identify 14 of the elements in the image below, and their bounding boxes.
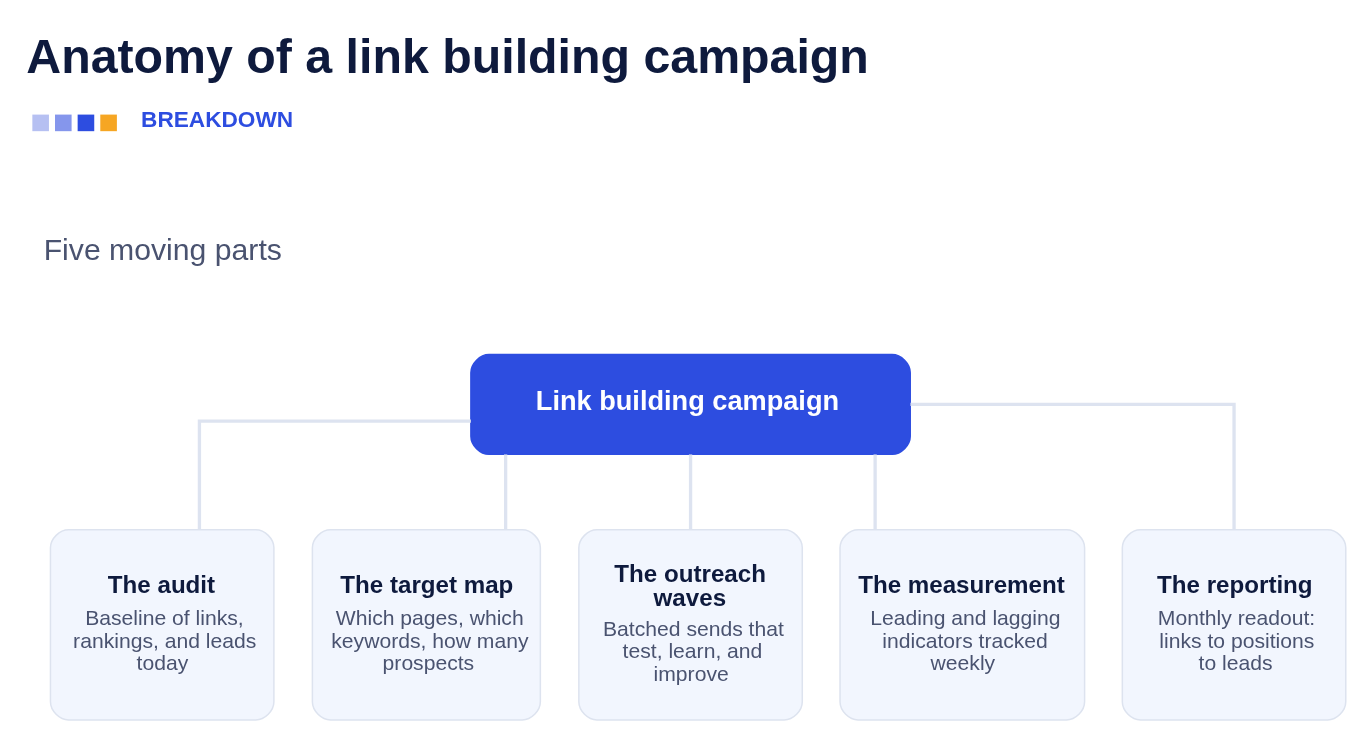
node-box: The reporting Monthly readout: links to positions to leads	[1121, 529, 1347, 721]
connector	[910, 402, 1236, 530]
connector	[197, 419, 471, 530]
connector	[873, 454, 877, 530]
diagram-title: Anatomy of a link building campaign	[26, 29, 869, 84]
node-box: The target map Which pages, which keywords, how many prospects	[311, 529, 542, 721]
node-box: The audit Baseline of links, rankings, and leads today	[49, 529, 275, 721]
connector	[503, 454, 508, 530]
label: Five moving parts	[43, 232, 282, 266]
connector	[688, 454, 693, 530]
node-box: Link building campaign	[470, 353, 911, 455]
node-box: The outreach waves Batched sends that test, learn, and improve	[578, 529, 804, 721]
node-box: The measurement Leading and lagging indicators tracked weekly	[839, 529, 1086, 721]
label: BREAKDOWN	[141, 106, 294, 132]
